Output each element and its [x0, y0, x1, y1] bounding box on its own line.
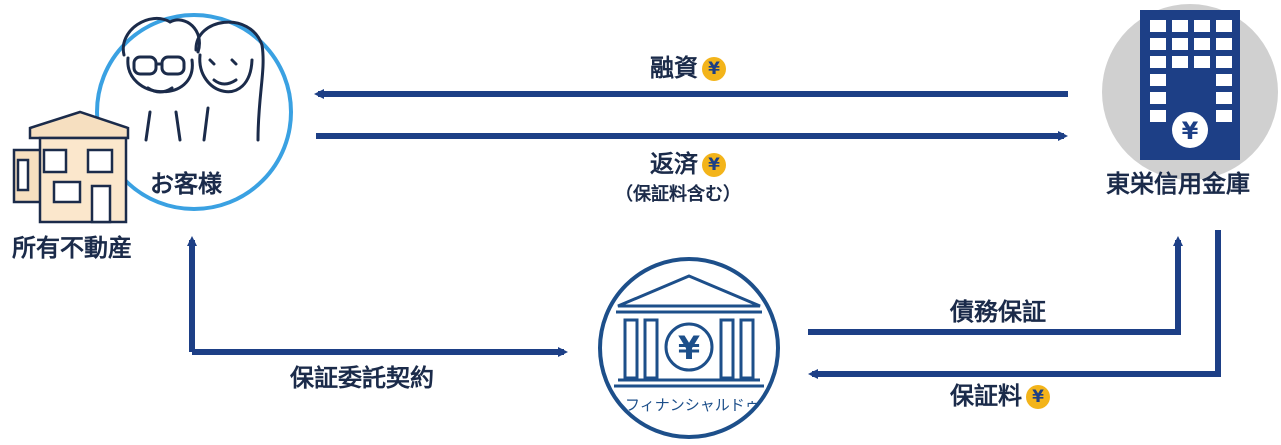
guarantor-node: ¥ [598, 257, 780, 439]
bank-building-icon: ¥ [1140, 10, 1240, 160]
guarantee-fee-text: 保証料 [950, 382, 1022, 410]
guarantee-fee-label: 保証料¥ [950, 384, 1050, 409]
guarantor-building-icon [614, 274, 764, 388]
guarantor-yen-symbol: ¥ [678, 329, 700, 367]
property-label: 所有不動産 [12, 234, 132, 262]
guarantor-label: フィナンシャルドゥ [625, 396, 760, 414]
loan-label: 融資¥ [650, 56, 726, 81]
yen-coin-icon: ¥ [702, 57, 726, 81]
loan-text: 融資 [650, 54, 698, 82]
debt-guarantee-arrow [808, 236, 1183, 335]
customer-label: お客様 [150, 170, 222, 198]
bank-label: 東栄信用金庫 [1106, 170, 1250, 198]
guarantee-fee-arrow [808, 230, 1221, 379]
bank-yen-symbol: ¥ [1182, 117, 1199, 145]
bank-node: ¥ [1102, 4, 1278, 180]
repayment-text: 返済 [650, 150, 698, 178]
repayment-label: 返済¥ [650, 152, 726, 177]
yen-coin-icon: ¥ [1026, 385, 1050, 409]
yen-coin-icon: ¥ [702, 153, 726, 177]
customer-ring [95, 13, 293, 211]
customer-node [12, 13, 293, 224]
repayment-note: （保証料含む） [615, 184, 741, 205]
arrows [187, 89, 1221, 379]
guarantee-contract-label: 保証委託契約 [290, 364, 434, 392]
debt-guarantee-label: 債務保証 [950, 298, 1046, 326]
people-icon [121, 16, 265, 142]
house-icon [12, 110, 130, 224]
